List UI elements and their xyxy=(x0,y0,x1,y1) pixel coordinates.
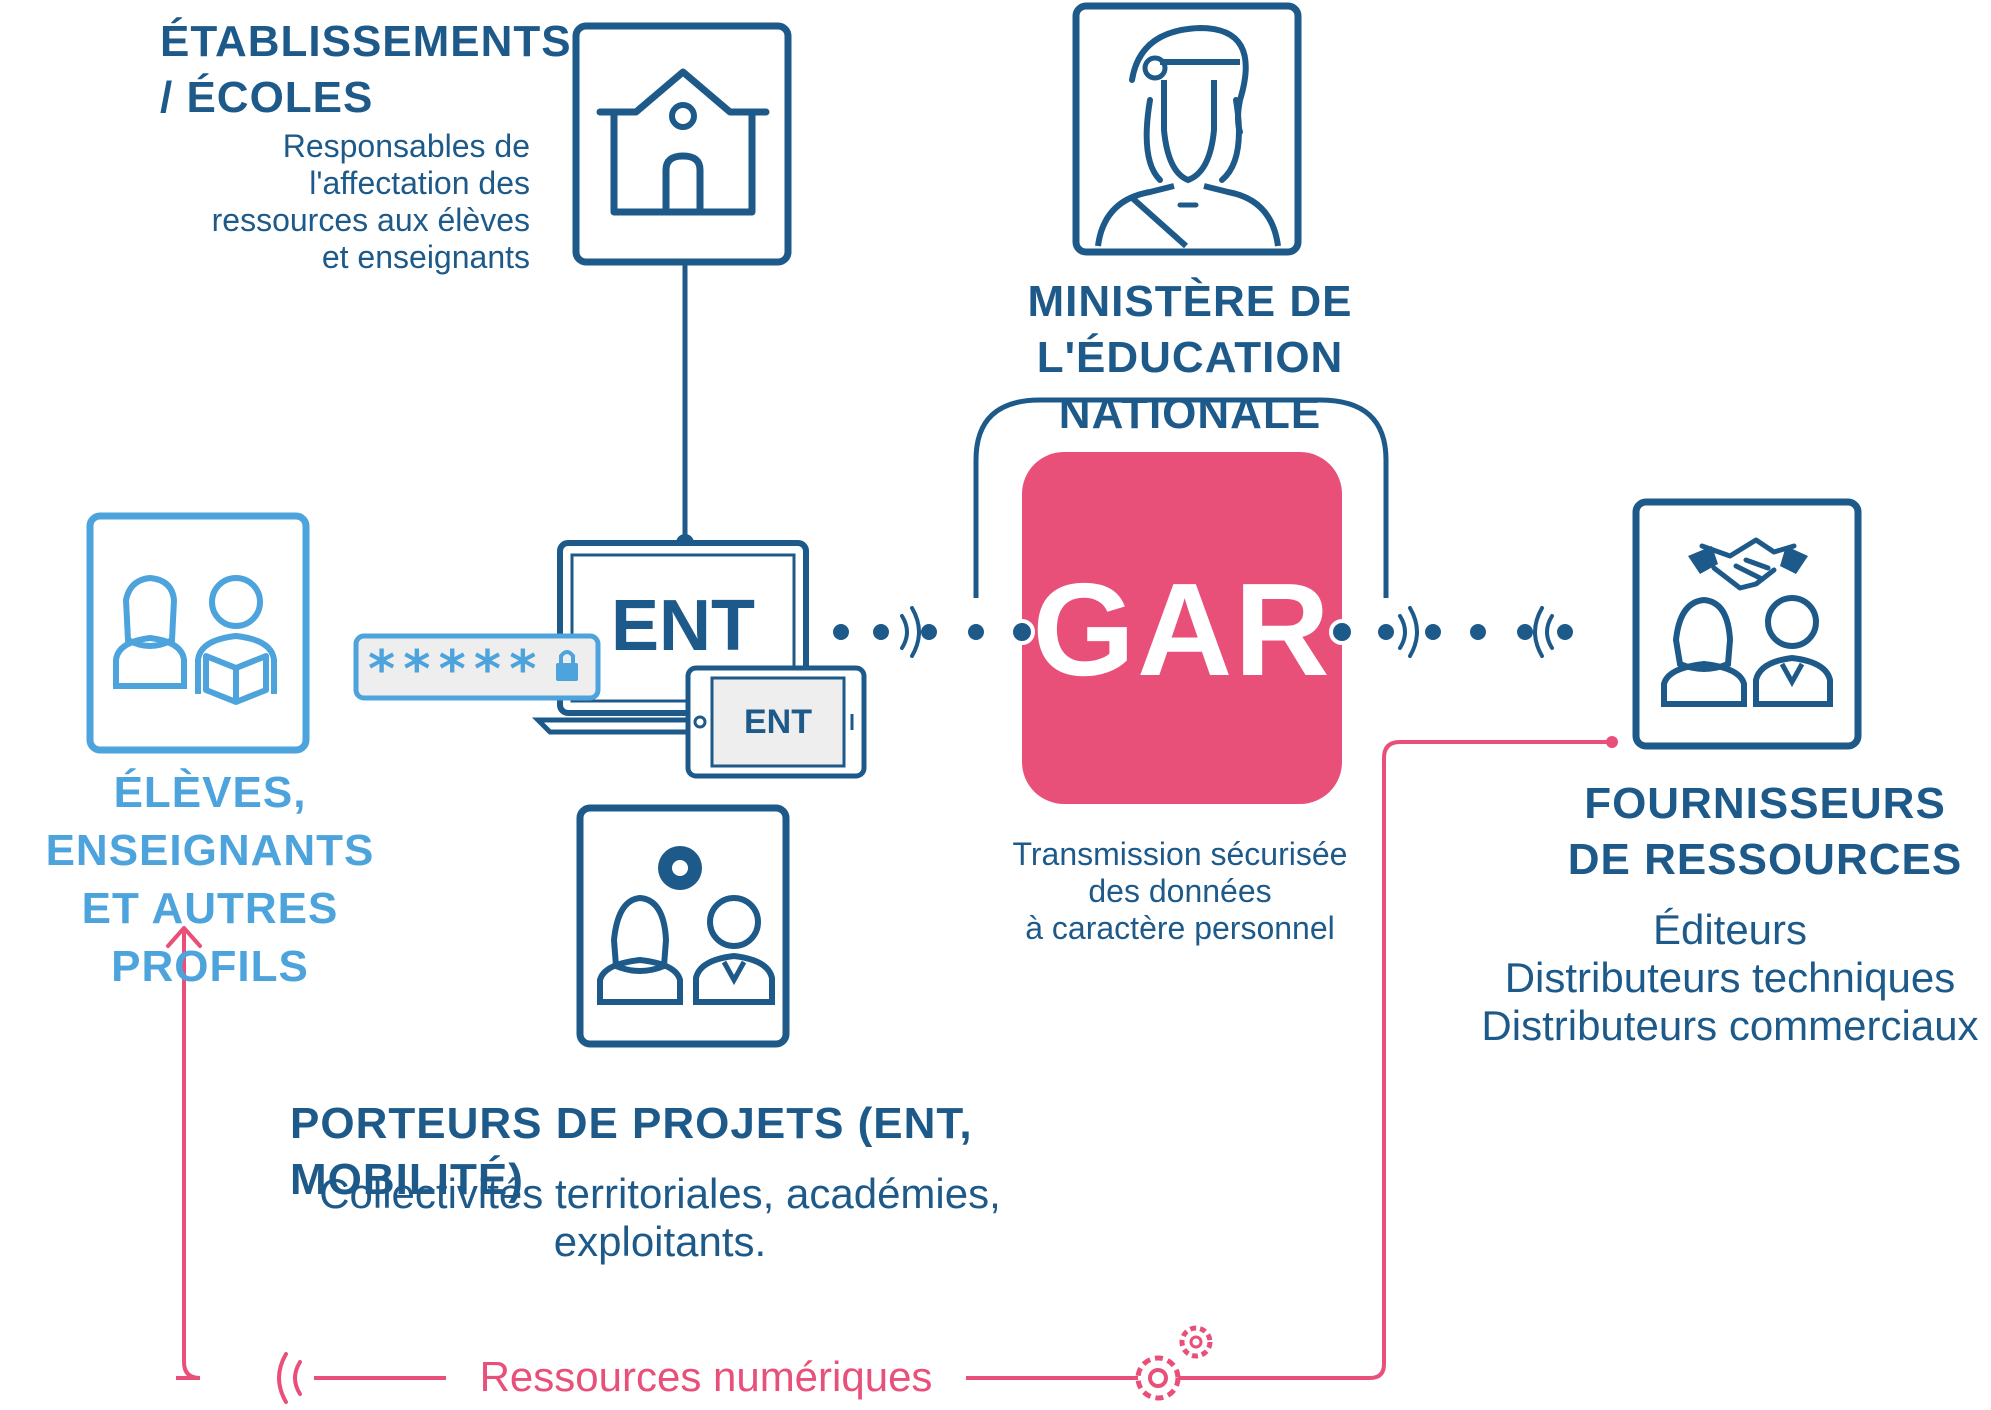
gar-caption-line: Transmission sécurisée xyxy=(1012,836,1348,872)
porteurs-desc-line: exploitants. xyxy=(553,1218,767,1265)
gar-caption-line: à caractère personnel xyxy=(1025,910,1335,946)
ministere-title-line1: MINISTÈRE DE L'ÉDUCATION xyxy=(1027,277,1353,382)
connector-gar-fournisseurs xyxy=(1329,606,1573,658)
connector-etablissements-ent xyxy=(676,262,694,552)
students-reading-icon xyxy=(86,512,310,754)
etablissements-desc-line: et enseignants xyxy=(321,239,530,275)
porteurs-desc-line: Collectivités territoriales, académies, xyxy=(319,1170,1001,1217)
gar-caption-line: des données xyxy=(1088,873,1272,909)
fournisseurs-title-line1: FOURNISSEURS xyxy=(1584,779,1946,828)
eleves-title-line: ÉLÈVES, xyxy=(113,768,307,817)
etablissements-desc-line: l'affectation des xyxy=(309,165,530,201)
porteurs-description: Collectivités territoriales, académies, … xyxy=(280,1170,1040,1266)
fournisseurs-title-line2: DE RESSOURCES xyxy=(1567,835,1963,884)
project-people-ball-icon xyxy=(576,804,790,1048)
lock-icon xyxy=(556,650,578,681)
handshake-people-icon xyxy=(1632,498,1862,750)
password-field xyxy=(353,633,601,701)
fournisseurs-desc-line: Éditeurs xyxy=(1652,906,1808,953)
laptop-ent-label: ENT xyxy=(611,586,755,666)
eleves-title-line: ENSEIGNANTS xyxy=(45,826,375,875)
ressources-label: Ressources numériques xyxy=(479,1353,933,1400)
school-building-icon xyxy=(572,22,792,266)
gar-bracket xyxy=(973,397,1389,598)
connector-ent-gar xyxy=(833,606,1035,658)
tablet-ent xyxy=(685,665,867,779)
etablissements-desc-line: Responsables de xyxy=(282,128,530,164)
ministere-title-line2: NATIONALE xyxy=(1058,389,1322,438)
tablet-ent-label: ENT xyxy=(744,703,812,741)
etablissements-title-line2: / ÉCOLES xyxy=(160,73,374,122)
fournisseurs-desc-line: Distributeurs techniques xyxy=(1504,954,1956,1001)
etablissements-title: ÉTABLISSEMENTS / ÉCOLES xyxy=(160,14,580,126)
fournisseurs-description: Éditeurs Distributeurs techniques Distri… xyxy=(1470,906,1990,1050)
etablissements-desc-line: ressources aux élèves xyxy=(211,202,530,238)
etablissements-title-line1: ÉTABLISSEMENTS xyxy=(160,17,572,66)
eleves-title: ÉLÈVES, ENSEIGNANTS ET AUTRES PROFILS xyxy=(0,764,420,996)
gears-icon xyxy=(1135,1325,1213,1401)
ministere-title: MINISTÈRE DE L'ÉDUCATION NATIONALE xyxy=(880,274,1500,442)
password-mask: ***** xyxy=(366,640,543,700)
etablissements-description: Responsables de l'affectation des ressou… xyxy=(150,128,530,276)
eleves-title-line: ET AUTRES PROFILS xyxy=(81,884,339,991)
gar-label: GAR xyxy=(1032,556,1332,703)
marianne-icon xyxy=(1072,2,1302,256)
gar-caption: Transmission sécurisée des données à car… xyxy=(980,836,1380,947)
fournisseurs-title: FOURNISSEURS DE RESSOURCES xyxy=(1530,776,1991,888)
gar-box xyxy=(1022,452,1342,804)
porteurs-title: PORTEURS DE PROJETS (ENT, MOBILITÉ) xyxy=(290,1099,973,1204)
fournisseurs-desc-line: Distributeurs commerciaux xyxy=(1481,1002,1979,1049)
ressources-flow-line xyxy=(166,736,1618,1404)
